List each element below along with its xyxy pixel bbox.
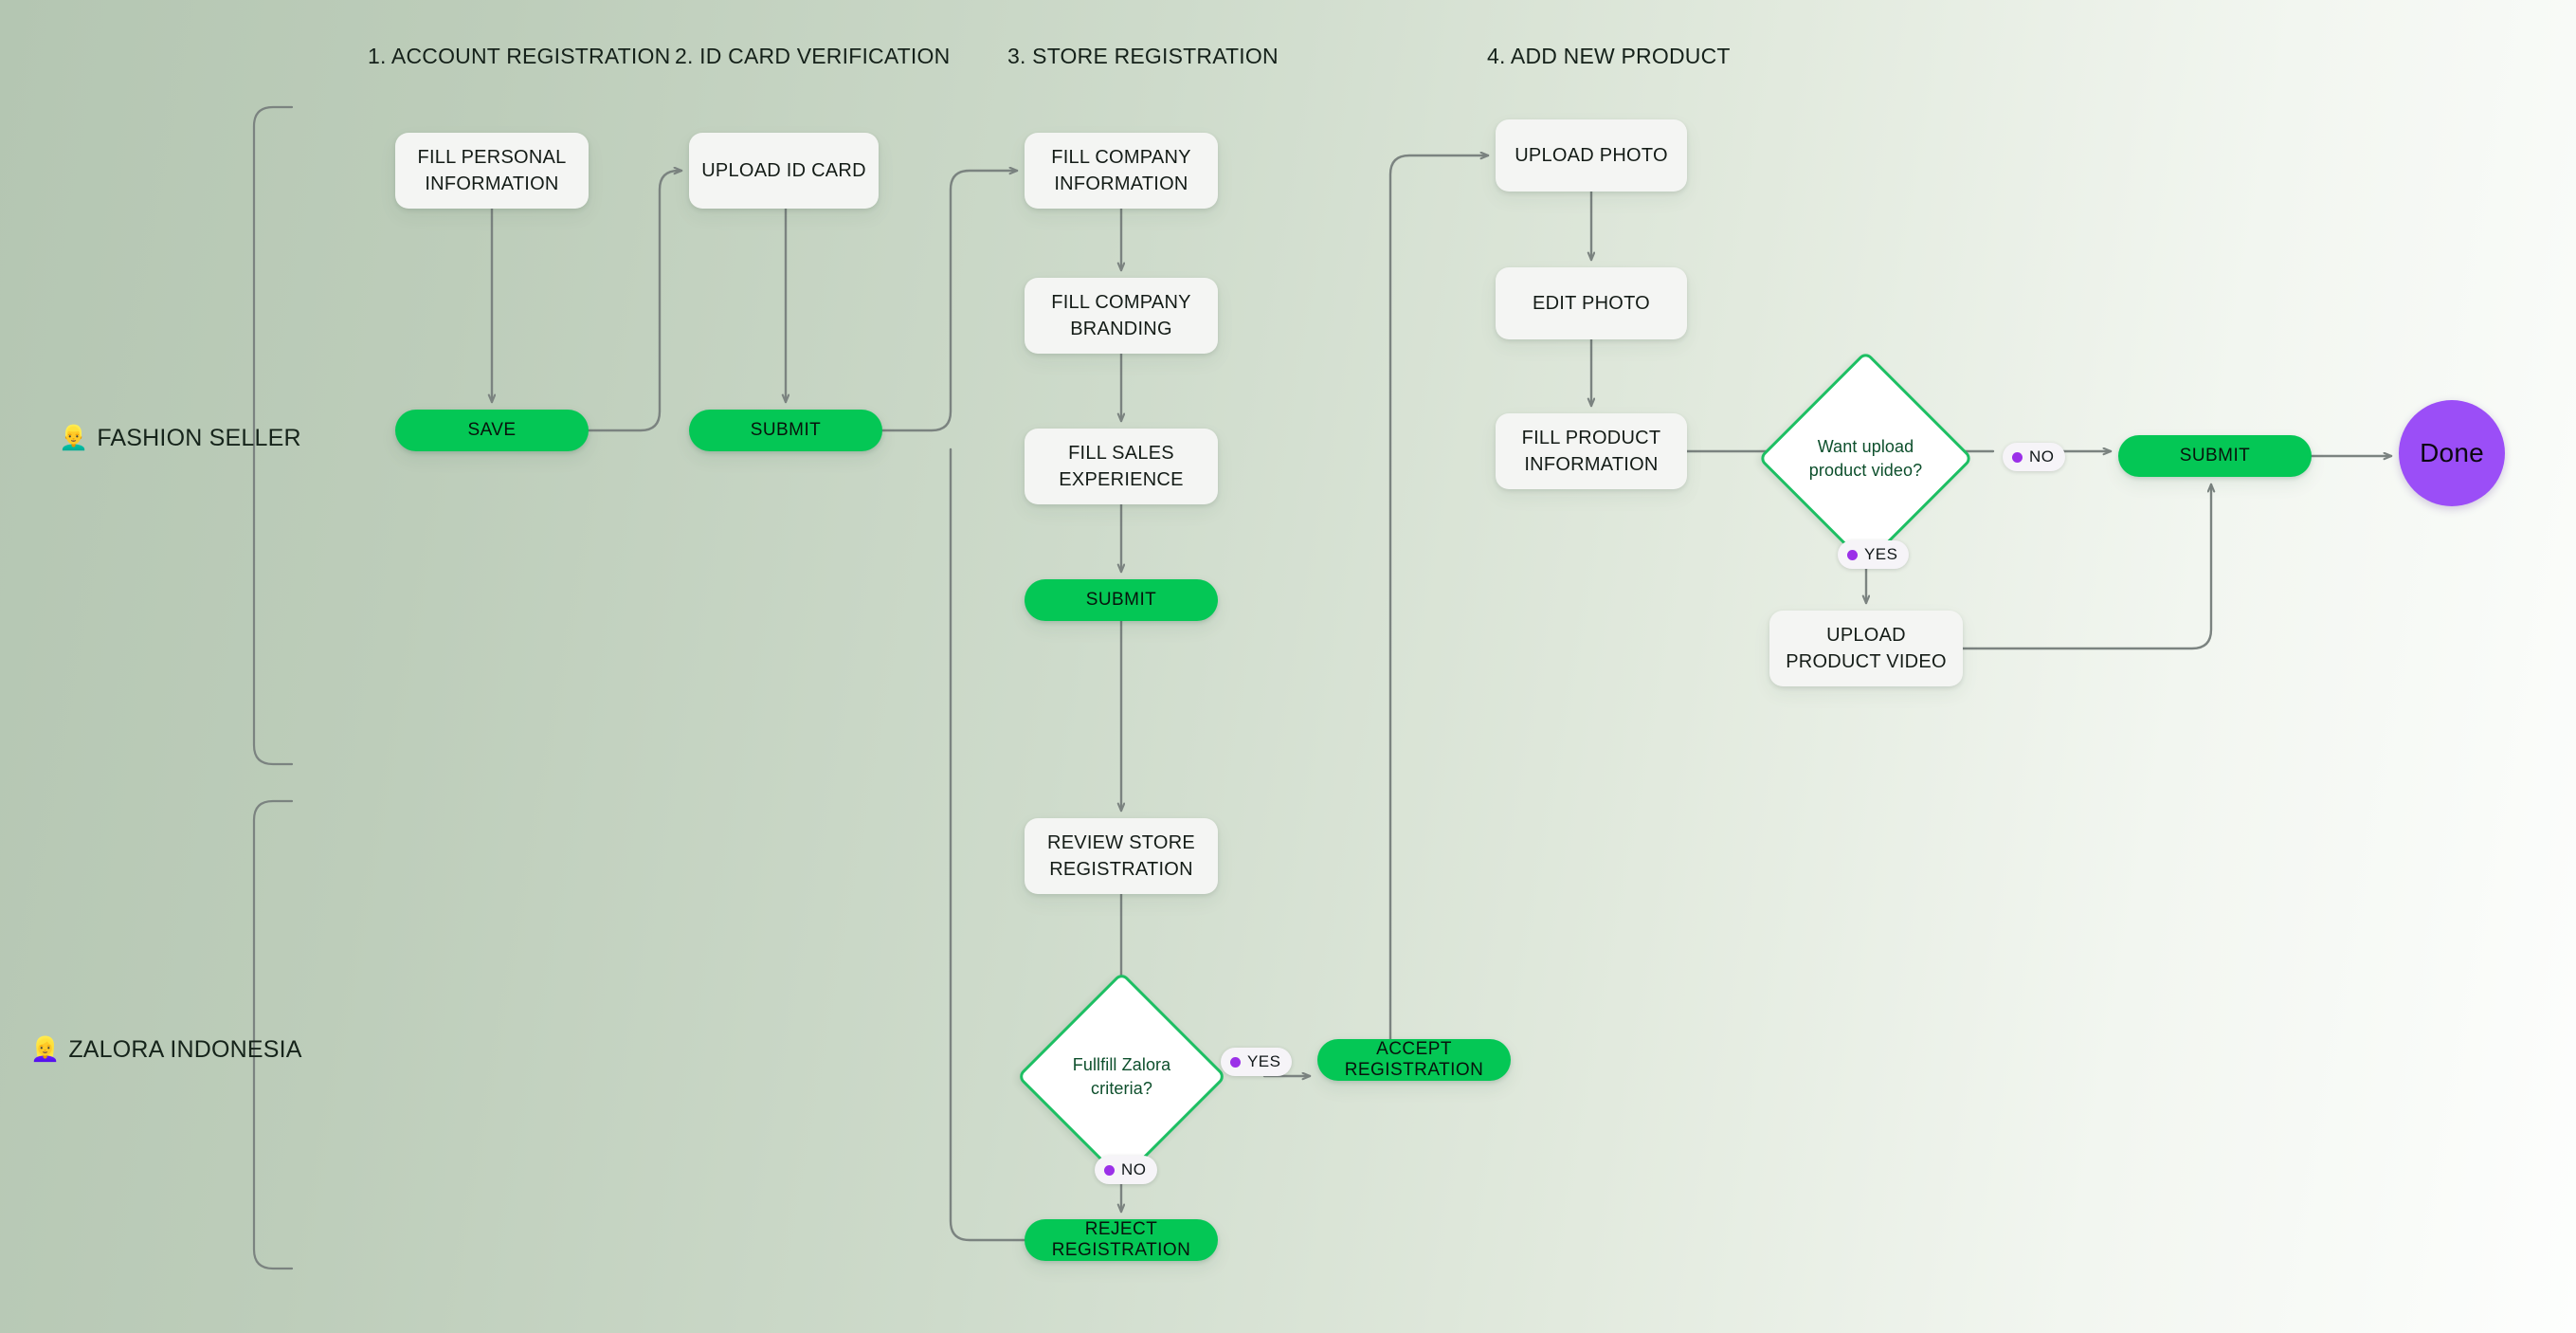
- node-fill-personal-information[interactable]: FILL PERSONAL INFORMATION: [395, 133, 589, 209]
- save-button[interactable]: SAVE: [395, 410, 589, 451]
- node-fill-company-information[interactable]: FILL COMPANY INFORMATION: [1025, 133, 1218, 209]
- branch-label-text: NO: [1121, 1160, 1147, 1178]
- person-icon: 👱‍♀️: [30, 1036, 61, 1063]
- submit-id-button[interactable]: SUBMIT: [689, 410, 882, 451]
- submit-product-button[interactable]: SUBMIT: [2118, 435, 2312, 477]
- section-header-2: 2. ID CARD VERIFICATION: [675, 44, 951, 68]
- branch-label-text: NO: [2029, 447, 2055, 466]
- branch-label-criteria-no: NO: [1095, 1156, 1158, 1184]
- decision-fulfill-zalora-criteria[interactable]: Fullfill Zalora criteria?: [1016, 971, 1227, 1182]
- node-upload-id-card[interactable]: UPLOAD ID CARD: [689, 133, 879, 209]
- node-fill-sales-experience[interactable]: FILL SALES EXPERIENCE: [1025, 429, 1218, 504]
- swimlane-label-text: FASHION SELLER: [97, 425, 301, 451]
- person-icon: 👱‍♂️: [59, 425, 89, 451]
- section-header-1: 1. ACCOUNT REGISTRATION: [368, 44, 671, 68]
- branch-label-criteria-yes: YES: [1221, 1048, 1293, 1076]
- node-upload-product-video[interactable]: UPLOAD PRODUCT VIDEO: [1769, 611, 1963, 686]
- node-upload-photo[interactable]: UPLOAD PHOTO: [1496, 119, 1687, 192]
- node-fill-company-branding[interactable]: FILL COMPANY BRANDING: [1025, 278, 1218, 354]
- branch-label-video-no: NO: [2003, 443, 2066, 471]
- submit-store-button[interactable]: SUBMIT: [1025, 579, 1218, 621]
- node-review-store-registration[interactable]: REVIEW STORE REGISTRATION: [1025, 818, 1218, 894]
- node-fill-product-information[interactable]: FILL PRODUCT INFORMATION: [1496, 413, 1687, 489]
- reject-registration-button[interactable]: REJECT REGISTRATION: [1025, 1219, 1218, 1261]
- bullet-icon: [2012, 451, 2023, 463]
- bullet-icon: [1230, 1056, 1241, 1068]
- branch-label-text: YES: [1247, 1052, 1281, 1070]
- decision-label: Want upload product video?: [1808, 437, 1923, 480]
- section-header-4: 4. ADD NEW PRODUCT: [1487, 44, 1731, 68]
- decision-want-upload-product-video[interactable]: Want upload product video?: [1757, 350, 1974, 567]
- bullet-icon: [1847, 549, 1858, 560]
- swimlane-label-zalora-indonesia: 👱‍♀️ ZALORA INDONESIA: [30, 1036, 302, 1064]
- terminal-done[interactable]: Done: [2399, 400, 2505, 506]
- bullet-icon: [1104, 1164, 1115, 1176]
- swimlane-label-text: ZALORA INDONESIA: [68, 1036, 302, 1063]
- section-header-3: 3. STORE REGISTRATION: [1007, 44, 1279, 68]
- accept-registration-button[interactable]: ACCEPT REGISTRATION: [1317, 1039, 1511, 1081]
- branch-label-video-yes: YES: [1838, 540, 1910, 569]
- node-edit-photo[interactable]: EDIT PHOTO: [1496, 267, 1687, 339]
- swimlane-label-fashion-seller: 👱‍♂️ FASHION SELLER: [59, 425, 301, 452]
- branch-label-text: YES: [1864, 545, 1898, 563]
- decision-label: Fullfill Zalora criteria?: [1072, 1055, 1171, 1098]
